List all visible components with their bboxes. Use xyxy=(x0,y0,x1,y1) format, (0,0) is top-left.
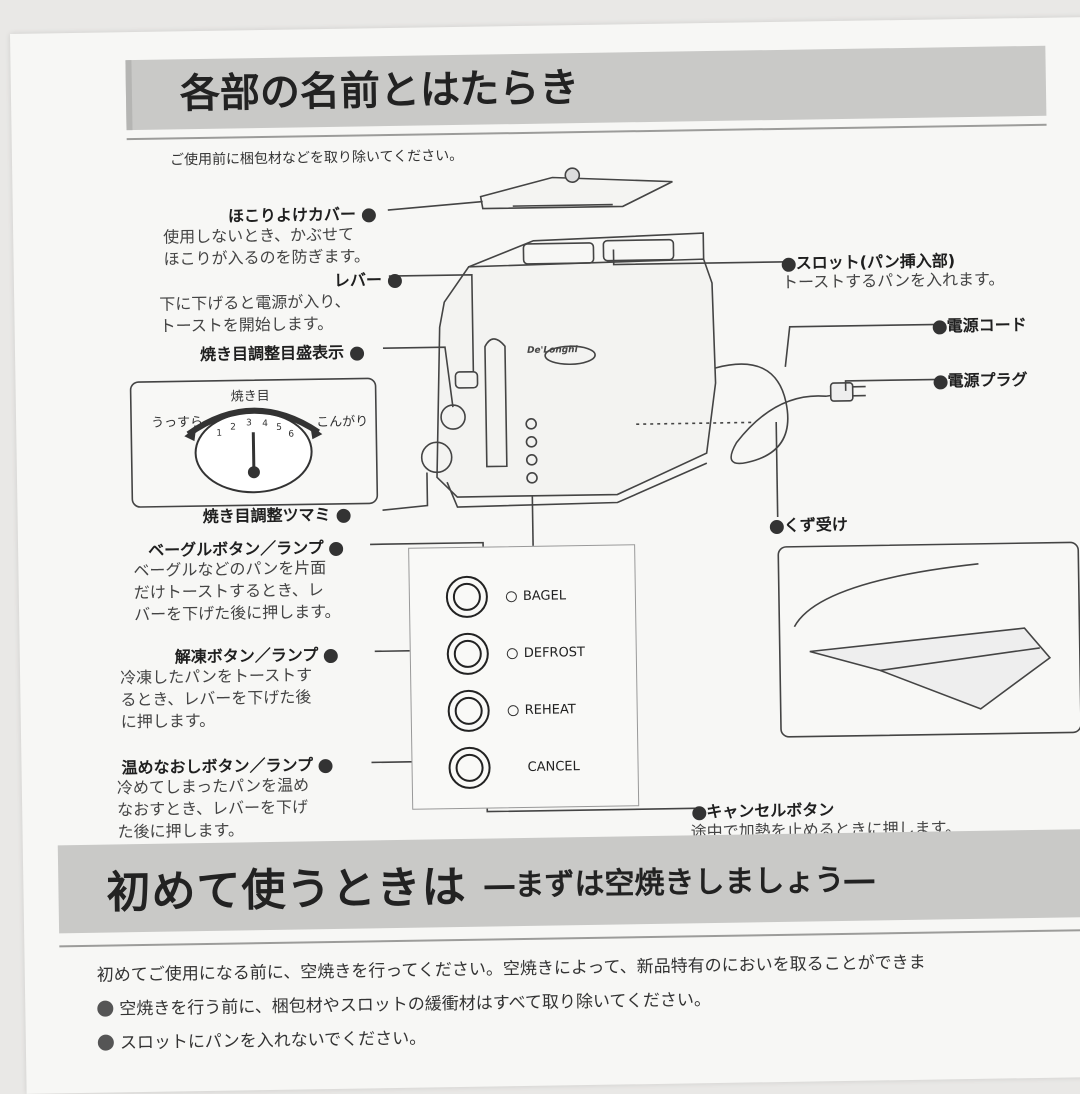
crumb-tray-label: くず受け xyxy=(770,511,848,536)
marker-dot xyxy=(387,273,401,287)
browning-scale-label: 焼き目調整目盛表示 xyxy=(200,338,364,365)
slot-desc: トーストするパンを入れます。 xyxy=(782,268,1005,293)
panel-row-bagel: BAGEL xyxy=(446,574,567,618)
first-use-line: 初めてご使用になる前に、空焼きを行ってください。空焼きによって、新品特有のにおい… xyxy=(97,948,926,986)
dial-tick: 5 xyxy=(276,423,282,433)
marker-dot xyxy=(770,519,784,533)
brand-logo: De'Longhi xyxy=(527,345,578,356)
defrost-lamp xyxy=(507,648,518,659)
dial-tick: 6 xyxy=(288,430,294,440)
marker-dot xyxy=(782,257,796,271)
lever-label: レバー xyxy=(334,266,402,291)
reheat-knob xyxy=(447,690,490,733)
marker-dot xyxy=(329,541,343,555)
bagel-text: BAGEL xyxy=(523,588,566,604)
reheat-desc-3: た後に押します。 xyxy=(117,819,244,843)
bullet-icon xyxy=(97,1000,113,1016)
section-title-first-use: 初めて使うときは ―まずは空焼きしましょう― xyxy=(58,829,1080,933)
marker-dot xyxy=(933,375,947,389)
dial-tick: 3 xyxy=(246,418,252,428)
first-use-title: 初めて使うときは xyxy=(106,851,467,921)
defrost-knob xyxy=(446,633,489,676)
section-rule xyxy=(59,929,1080,947)
defrost-desc-1: 冷凍したパンをトーストす xyxy=(120,664,312,689)
marker-dot xyxy=(933,320,947,334)
cancel-button-label: キャンセルボタン xyxy=(692,796,834,822)
dial-label-light: うっすら xyxy=(151,411,203,431)
defrost-desc-2: るとき、レバーを下げた後 xyxy=(120,686,311,711)
bagel-knob xyxy=(446,576,489,619)
dust-cover-desc-1: 使用しないとき、かぶせて xyxy=(163,224,354,249)
first-use-bullet-1: 空焼きを行う前に、梱包材やスロットの緩衝材はすべて取り除いてください。 xyxy=(97,985,711,1020)
reheat-lamp xyxy=(508,705,519,716)
marker-dot xyxy=(319,759,333,773)
bagel-desc-3: バーを下げた後に押します。 xyxy=(134,601,341,626)
dial-label-dark: こんがり xyxy=(316,410,368,430)
cancel-knob xyxy=(448,747,491,790)
reheat-desc-1: 冷めてしまったパンを温め xyxy=(117,774,309,799)
dial-tick: 2 xyxy=(230,423,236,433)
marker-dot xyxy=(350,346,364,360)
lever-desc-1: 下に下げると電源が入り、 xyxy=(159,291,351,316)
panel-row-reheat: REHEAT xyxy=(447,688,576,732)
defrost-button-label: 解凍ボタン／ランプ xyxy=(175,641,338,668)
power-plug-label: 電源プラグ xyxy=(933,366,1027,391)
power-cord-label: 電源コード xyxy=(932,311,1026,336)
dial-label-top: 焼き目 xyxy=(231,385,270,405)
marker-dot xyxy=(336,508,350,522)
manual-page: 各部の名前とはたらき ご使用前に梱包材などを取り除いてください。 xyxy=(10,17,1080,1094)
lever-desc-2: トーストを開始します。 xyxy=(159,313,333,338)
first-use-subtitle: ―まずは空焼きしましょう― xyxy=(484,855,875,905)
marker-dot xyxy=(324,648,338,662)
reheat-text: REHEAT xyxy=(525,702,576,718)
cancel-text: CANCEL xyxy=(527,759,579,775)
browning-knob-label: 焼き目調整ツマミ xyxy=(202,501,350,527)
defrost-desc-3: に押します。 xyxy=(121,710,216,733)
bagel-lamp xyxy=(506,591,517,602)
toaster-illustration xyxy=(434,259,718,497)
reheat-desc-2: なおすとき、レバーを下げ xyxy=(117,796,308,821)
first-use-bullet-2: スロットにパンを入れないでください。 xyxy=(98,1024,427,1054)
bullet-icon xyxy=(98,1034,114,1050)
bagel-desc-1: ベーグルなどのパンを片面 xyxy=(133,557,326,582)
defrost-text: DEFROST xyxy=(524,645,585,661)
marker-dot xyxy=(361,208,375,222)
bagel-desc-2: だけトーストするとき、レ xyxy=(134,579,324,604)
panel-row-defrost: DEFROST xyxy=(446,631,585,675)
control-panel-illustration: BAGEL DEFROST REHEAT CANCEL xyxy=(408,544,639,810)
marker-dot xyxy=(692,806,706,820)
panel-row-cancel: CANCEL xyxy=(448,745,580,789)
dial-tick: 4 xyxy=(262,419,268,429)
dial-tick: 1 xyxy=(216,429,222,439)
